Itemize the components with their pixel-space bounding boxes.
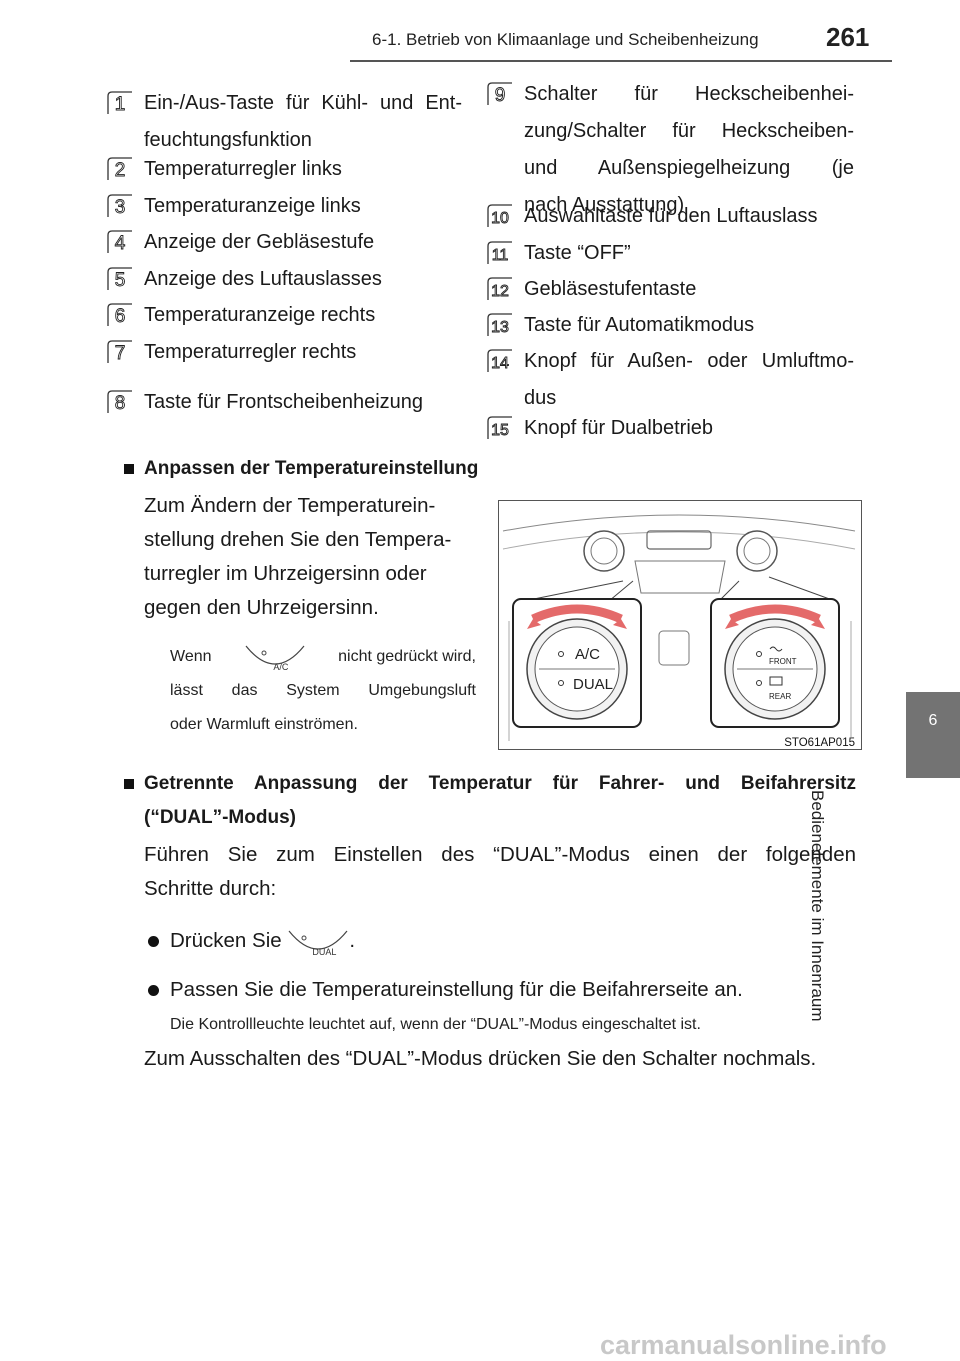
svg-text:9: 9 [495, 85, 506, 106]
note-ac: Wenn A/C nicht gedrückt wird, lässt das … [170, 640, 476, 742]
legend-item-11: 11 Taste “OFF” [487, 235, 854, 272]
legend-item-14: 14 Knopf für Außen- oder Umluftmo-dus [487, 343, 854, 417]
svg-text:11: 11 [492, 247, 509, 264]
legend-text: Auswahltaste für den Luftauslass [524, 205, 818, 227]
header-rule [350, 60, 892, 62]
svg-text:2: 2 [115, 160, 126, 181]
bullet-dot-icon [148, 936, 159, 947]
callout-number-icon: 15 [487, 416, 513, 440]
svg-text:13: 13 [491, 319, 509, 336]
chapter-number: 6 [928, 712, 938, 729]
callout-number-icon: 2 [107, 157, 133, 181]
callout-number-icon: 9 [487, 82, 513, 106]
legend-text: Knopf für Dualbetrieb [524, 417, 714, 439]
legend-text: feuchtungsfunktion [144, 129, 312, 151]
legend-text: nach Ausstattung) [524, 194, 685, 216]
legend-item-9: 9 Schalter für Heckscheibenhei-zung/Schal… [487, 76, 854, 224]
paragraph-dual-mode: Führen Sie zum Einstellen des “DUAL”-Mod… [144, 843, 856, 900]
legend-text: zung/Schalter für Heckscheiben- [524, 120, 854, 142]
legend-text: dus [524, 387, 557, 409]
section-title: 6-1. Betrieb von Klimaanlage und Scheibe… [372, 30, 759, 49]
callout-number-icon: 10 [487, 204, 513, 228]
callout-number-icon: 1 [107, 91, 133, 115]
chapter-tab [906, 692, 960, 778]
legend-item-6: 6 Temperaturanzeige rechts [107, 297, 462, 334]
ac-label: A/C [575, 646, 601, 663]
callout-number-icon: 3 [107, 194, 133, 218]
legend-text: und Außenspiegelheizung (je [524, 157, 854, 179]
legend-item-12: 12 Gebläsestufentaste [487, 271, 854, 308]
svg-text:14: 14 [491, 355, 509, 372]
legend-item-2: 2 Temperaturregler links [107, 151, 462, 188]
svg-text:7: 7 [115, 343, 126, 364]
rear-label: REAR [769, 692, 792, 701]
legend-item-7: 7 Temperaturregler rechts [107, 334, 462, 371]
callout-number-icon: 11 [487, 241, 513, 265]
legend-item-4: 4 Anzeige der Gebläsestufe [107, 224, 462, 261]
legend-item-3: 3 Temperaturanzeige links [107, 188, 462, 225]
paragraph-temperature: Zum Ändern der Temperaturein- stellung d… [144, 494, 452, 619]
legend-item-5: 5 Anzeige des Luftauslasses [107, 261, 462, 298]
callout-number-icon: 7 [107, 340, 133, 364]
chapter-label: Bedienelemente im Innenraum [808, 790, 953, 1040]
legend-text: Temperaturregler links [144, 158, 342, 180]
svg-text:4: 4 [115, 233, 126, 254]
svg-text:5: 5 [115, 270, 126, 291]
callout-number-icon: 4 [107, 230, 133, 254]
svg-text:8: 8 [115, 393, 126, 414]
legend-item-8: 8 Taste für Frontscheibenheizung [107, 384, 462, 421]
svg-text:15: 15 [491, 422, 509, 439]
dual-label: DUAL [573, 676, 614, 693]
front-label: FRONT [769, 657, 797, 666]
bullet-adjust-passenger: Passen Sie die Temperatureinstellung für… [148, 973, 743, 1007]
heading-temperature: Anpassen der Temperatureinstellung [124, 452, 478, 486]
dual-button-icon: DUAL [287, 927, 349, 957]
heading-dual-mode: Getrennte Anpassung der Temperatur für F… [124, 767, 856, 835]
heading-square-icon [124, 464, 134, 474]
page-number: 261 [826, 22, 870, 52]
legend-text: Taste “OFF” [524, 242, 631, 264]
climate-panel-illustration [502, 514, 856, 741]
legend-text: Temperaturanzeige rechts [144, 304, 376, 326]
watermark: carmanualsonline.info [600, 1330, 887, 1360]
front-defrost-icon [769, 646, 783, 652]
legend-text: Anzeige des Luftauslasses [144, 268, 382, 290]
rear-defrost-icon [769, 676, 783, 686]
legend-item-1: 1 Ein-/Aus-Taste für Kühl- und Ent-feucht… [107, 85, 462, 159]
paragraph-dual-off: Zum Ausschalten des “DUAL”-Modus drücken… [144, 1047, 817, 1070]
svg-text:1: 1 [115, 94, 126, 115]
callout-number-icon: 14 [487, 349, 513, 373]
legend-text: Knopf für Außen- oder Umluftmo- [524, 350, 854, 372]
heading-square-icon [124, 779, 134, 789]
callout-number-icon: 6 [107, 303, 133, 327]
note-dual-indicator: Die Kontrollleuchte leuchtet auf, wenn d… [170, 1016, 701, 1033]
legend-item-10: 10 Auswahltaste für den Luftauslass [487, 198, 854, 235]
callout-number-icon: 5 [107, 267, 133, 291]
legend-text: Gebläsestufentaste [524, 278, 697, 300]
legend-text: Schalter für Heckscheibenhei- [524, 83, 854, 105]
legend-text: Taste für Automatikmodus [524, 314, 755, 336]
svg-text:10: 10 [491, 210, 509, 227]
bullet-dot-icon [148, 985, 159, 996]
callout-number-icon: 13 [487, 313, 513, 337]
svg-text:12: 12 [491, 283, 509, 300]
legend-item-15: 15 Knopf für Dualbetrieb [487, 410, 854, 447]
climate-control-figure: A/C DUAL FRONT REAR STO61AP015 [498, 500, 862, 750]
legend-text: Ein-/Aus-Taste für Kühl- und Ent- [144, 92, 462, 114]
svg-text:6: 6 [115, 306, 126, 327]
legend-text: Taste für Frontscheibenheizung [144, 391, 424, 413]
legend-text: Temperaturanzeige links [144, 195, 361, 217]
callout-number-icon: 12 [487, 277, 513, 301]
figure-code: STO61AP015 [782, 737, 857, 749]
legend-text: Anzeige der Gebläsestufe [144, 231, 375, 253]
callout-number-icon: 8 [107, 390, 133, 414]
svg-text:3: 3 [115, 197, 126, 218]
legend-text: Temperaturregler rechts [144, 341, 357, 363]
bullet-press-dual: Drücken Sie DUAL . [148, 924, 355, 958]
legend-item-13: 13 Taste für Automatikmodus [487, 307, 854, 344]
ac-button-icon: A/C [244, 642, 306, 672]
